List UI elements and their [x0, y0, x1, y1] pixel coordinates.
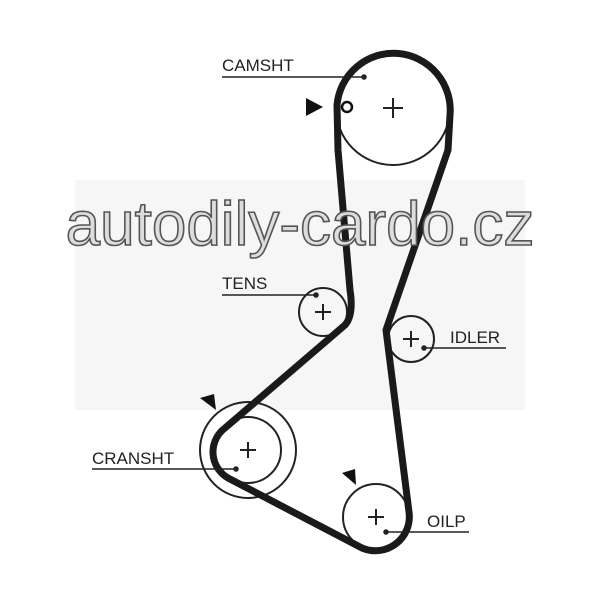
tensioner-pulley [298, 287, 348, 337]
camshaft-timing-dot-icon [340, 100, 354, 114]
camshaft-label: CAMSHT [222, 56, 294, 75]
oil-pump-timing-mark-icon [342, 469, 356, 485]
crankshaft-outer-ring [199, 401, 297, 499]
crankshaft-timing-mark-icon [200, 394, 216, 410]
oil-pump-label: OILP [427, 512, 466, 531]
watermark: autodily-cardo.cz [66, 190, 535, 259]
crankshaft-label: CRANSHT [92, 449, 174, 468]
center-marks [240, 98, 419, 525]
timing-belt [209, 49, 454, 555]
camshaft-timing-mark-icon [306, 98, 323, 116]
idler-label: IDLER [450, 328, 500, 347]
tensioner-label: TENS [222, 274, 267, 293]
